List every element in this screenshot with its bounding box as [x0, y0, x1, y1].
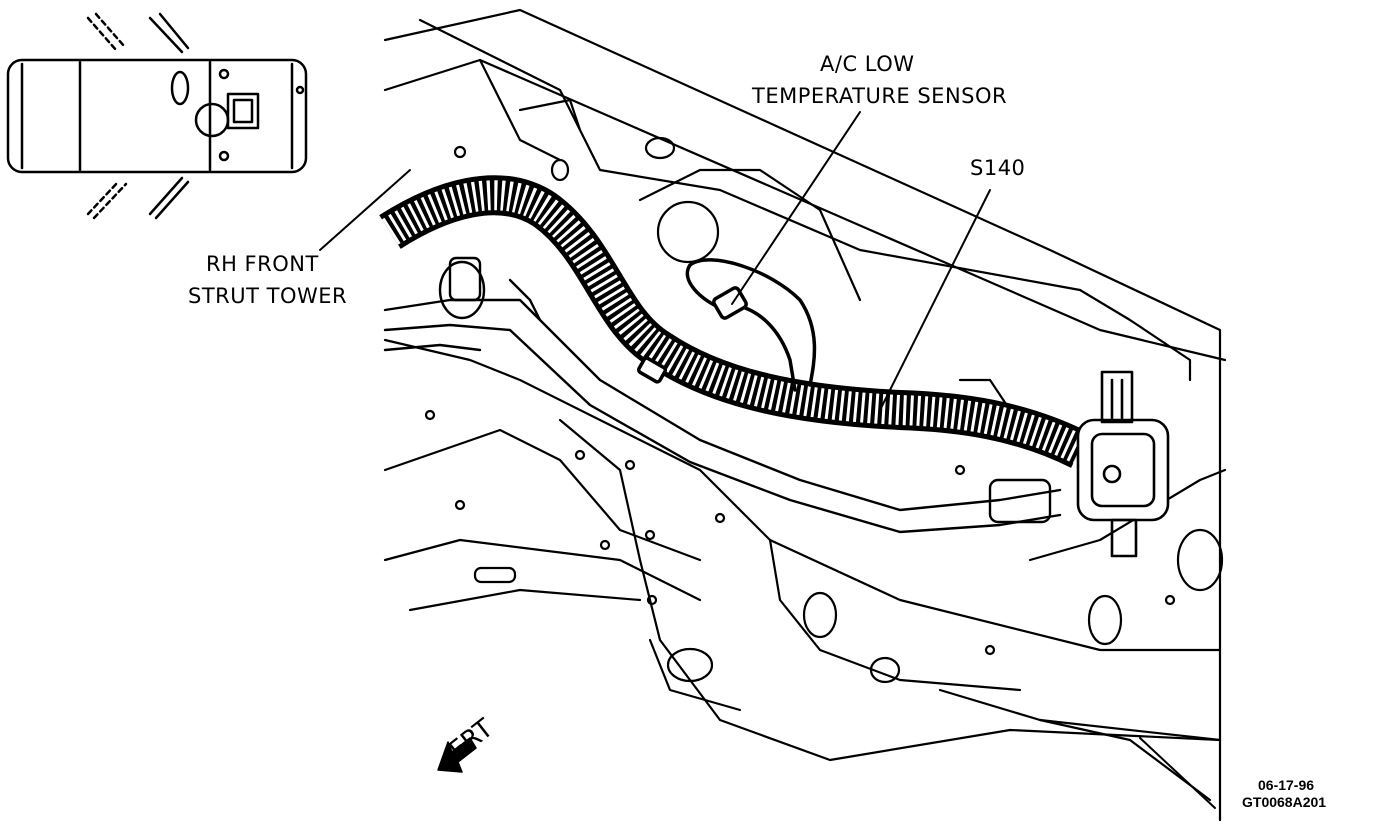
- leader-strut-tower: [319, 169, 411, 251]
- ac-line-tube: [383, 256, 1062, 534]
- figure-id-code: GT0068A201: [1242, 794, 1327, 810]
- strut-tower-label-line2: STRUT TOWER: [188, 284, 348, 308]
- ac-sensor-label-line2: TEMPERATURE SENSOR: [752, 84, 1008, 108]
- wiring-harness: [379, 175, 1089, 468]
- leader-ac-sensor: [731, 111, 861, 305]
- harness-connector: [1076, 370, 1170, 558]
- vehicle-top-view-icon: [6, 12, 308, 220]
- strut-tower-label-line1: RH FRONT: [206, 252, 319, 276]
- date-code: 06-17-96: [1258, 777, 1315, 793]
- leader-lines: [319, 111, 1216, 809]
- arrow-left-down-icon: [437, 737, 477, 773]
- leader-s140: [879, 189, 991, 411]
- ac-sensor-label-line1: A/C LOW: [820, 52, 915, 76]
- splice-label: S140: [970, 156, 1026, 180]
